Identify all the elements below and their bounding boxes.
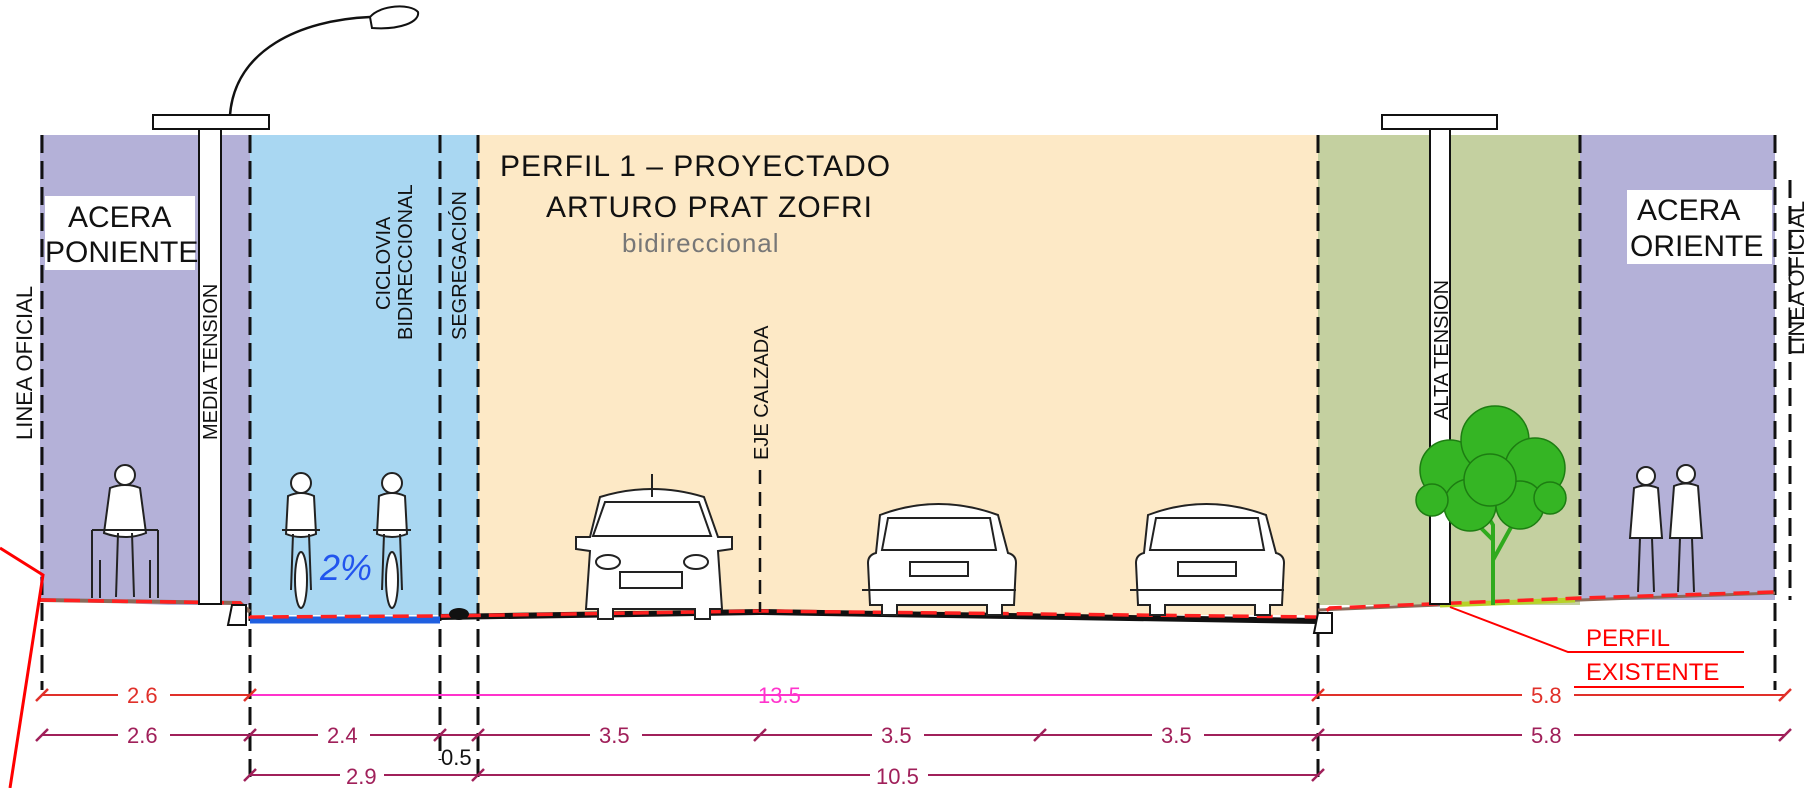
eje-calzada-label: EJE CALZADA [751,325,773,460]
alta-tension-label: ALTA TENSION [1431,280,1453,420]
dim-row2-acera-o: 5.8 [1531,723,1562,748]
dim-row1-total: 13.5 [758,683,801,708]
title-line-1: PERFIL 1 – PROYECTADO [500,150,891,183]
acera-poniente-label-2: PONIENTE [45,236,198,269]
pedestrian-walker-icon [91,464,159,598]
dimension-row-2: 2.6 2.4 3.5 3.5 3.5 5.8 0.5 [35,723,1792,770]
acera-oriente-label-1: ACERA [1637,194,1740,227]
tree-icon [1415,405,1567,605]
perfil-existente-leader [1449,606,1744,653]
dim-row3-ciclovia-total: 2.9 [346,764,377,788]
dim-row2-pista-2: 3.5 [881,723,912,748]
dim-row2-acera-p: 2.6 [127,723,158,748]
dimension-row-1: 2.6 13.5 5.8 [35,683,1792,708]
title-line-3: bidireccional [622,228,780,258]
dim-row1-acera-o: 5.8 [1531,683,1562,708]
car-front-icon [575,474,733,620]
linea-oficial-left-label: LINEA OFICIAL [12,286,37,440]
dim-row2-ciclovia: 2.4 [327,723,358,748]
ciclovia-zone [250,135,478,615]
car-rear-icon [862,503,1018,616]
cyclist-icon [373,472,411,609]
dim-row2-segregacion: 0.5 [441,745,472,770]
linea-oficial-right-label: LINEA OFICIAL [1784,201,1809,355]
zone-boundaries [40,135,1792,780]
slope-label: 2% [319,547,372,588]
segregacion-label: SEGREGACIÓN [448,191,471,340]
media-tension-label: MEDIA TENSION [200,284,222,440]
street-lamp-left [152,5,420,605]
acera-oriente-label-2: ORIENTE [1630,230,1763,263]
perfil-existente-label-2: EXISTENTE [1586,659,1719,686]
title-line-2: ARTURO PRAT ZOFRI [546,191,873,224]
dim-row2-pista-3: 3.5 [1161,723,1192,748]
dim-row1-acera-p: 2.6 [127,683,158,708]
acera-poniente-label-1: ACERA [68,201,171,234]
car-rear-icon [1130,503,1286,616]
dim-row2-pista-1: 3.5 [599,723,630,748]
ciclovia-label-1: CICLOVIA [373,216,395,310]
dim-row3-calzada: 10.5 [876,764,919,788]
perfil-existente-label-1: PERFIL [1586,625,1670,652]
dimension-row-3: 2.9 10.5 [243,764,1325,788]
cyclist-icon [282,472,320,609]
section-leader [0,546,45,788]
ciclovia-label-2: BIDIRECCIONAL [395,184,417,340]
pedestrians-icon [1628,464,1704,593]
